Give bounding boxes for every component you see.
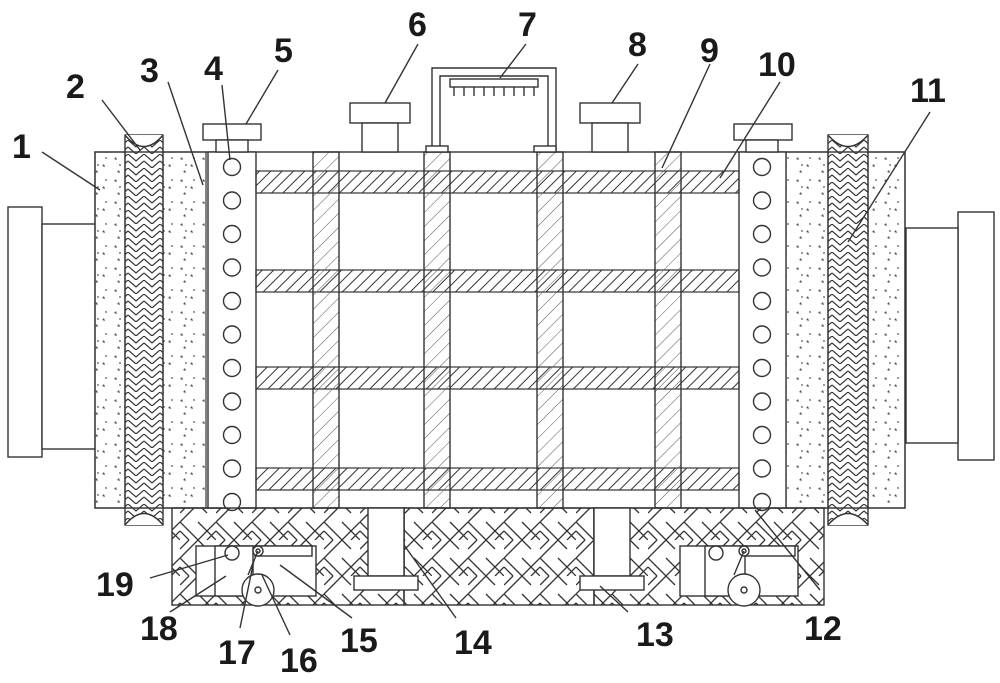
shelf [255,366,740,390]
hole [222,157,242,177]
right-wall-bottom-notch [827,512,869,526]
hole [752,291,772,311]
left-zigzag-wall [124,134,164,526]
right-holes [752,157,772,512]
post [654,151,682,509]
hole [752,325,772,344]
right-wheel-assembly [679,545,799,607]
left-wheel-assembly [195,545,317,607]
hole [752,459,772,478]
shelf [255,467,740,491]
hole [752,392,772,411]
left-inner-insulation [162,151,207,509]
hole [752,425,772,445]
right-end-cap [905,211,995,461]
label-8: 8 [628,26,647,64]
hole [752,191,772,210]
right-inner-insulation [785,151,829,509]
label-16: 16 [280,642,318,680]
left-holes [222,157,242,512]
top-fitting-5 [202,123,262,153]
hole [752,358,772,378]
hole [222,392,242,411]
hole [222,425,242,445]
hole [222,224,242,244]
right-wall-top-notch [827,134,869,148]
label-18: 18 [140,610,178,648]
shelf [255,269,740,293]
shelf [255,170,740,194]
label-12: 12 [804,610,842,648]
right-zigzag-wall [827,134,869,526]
hole [222,459,242,478]
label-6: 6 [408,6,427,44]
hatched-shelves [255,170,740,491]
hole [752,157,772,177]
post [536,151,564,509]
label-1: 1 [12,128,31,166]
label-10: 10 [758,46,796,84]
top-fitting-right [733,123,793,153]
label-4: 4 [204,50,223,88]
label-14: 14 [454,624,492,662]
top-fitting-8 [579,102,641,153]
label-3: 3 [140,52,159,90]
support-leg-13 [579,507,645,591]
base-middle-block [403,507,595,606]
label-11: 11 [910,72,946,110]
left-end-cap [7,206,98,458]
label-7: 7 [518,6,537,44]
post [423,151,451,509]
label-19: 19 [96,566,134,604]
hatched-posts [312,151,682,509]
label-17: 17 [218,634,256,672]
hole [752,224,772,244]
label-9: 9 [700,32,719,70]
spray-frame-7 [425,67,557,153]
hole [222,358,242,378]
hole [222,325,242,344]
post [312,151,340,509]
label-2: 2 [66,68,85,106]
left-outer-insulation [94,151,126,509]
left-wall-bottom-notch [124,512,164,526]
right-outer-insulation [867,151,906,509]
leader-lines [41,43,931,636]
hole [752,258,772,277]
label-5: 5 [274,32,293,70]
top-fitting-6 [349,102,411,153]
hole [222,258,242,277]
hole [222,291,242,311]
support-leg-14 [353,507,419,591]
label-15: 15 [340,622,378,660]
label-13: 13 [636,616,674,654]
hole [222,191,242,210]
